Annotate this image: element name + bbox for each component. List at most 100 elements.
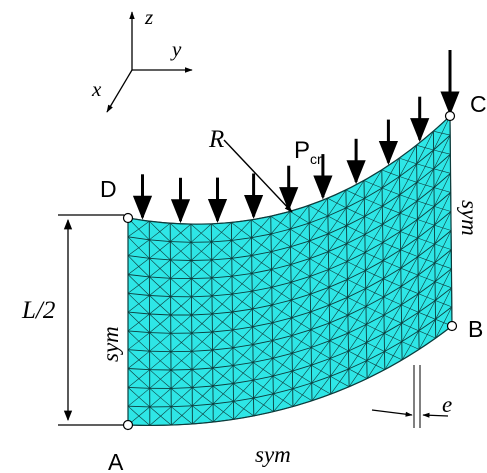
mesh-edge [329, 332, 349, 342]
mesh-diagonal [318, 228, 329, 235]
mesh-diagonal [347, 265, 357, 280]
mesh-diagonal [383, 278, 393, 283]
mesh-diagonal [418, 312, 428, 317]
mesh-diagonal [281, 282, 292, 294]
mesh-diagonal [443, 268, 452, 285]
mesh-diagonal [434, 206, 443, 210]
mesh-diagonal [222, 329, 233, 341]
mesh-diagonal [364, 238, 375, 253]
mesh-diagonal [355, 229, 366, 235]
mesh-diagonal [127, 368, 140, 379]
mesh-edge [401, 293, 419, 306]
mesh-diagonal [400, 234, 410, 250]
mesh-edge [400, 219, 418, 232]
mesh-diagonal [243, 379, 254, 392]
mesh-diagonal [409, 308, 419, 313]
mesh-diagonal [319, 281, 330, 288]
mesh-diagonal [408, 163, 417, 180]
mesh-diagonal [401, 341, 411, 346]
mesh-diagonal [330, 376, 340, 382]
mesh-diagonal [242, 326, 253, 338]
mesh-diagonal [390, 194, 401, 210]
mesh-diagonal [348, 350, 358, 357]
mesh-diagonal [382, 209, 392, 225]
mesh-diagonal [347, 319, 358, 334]
mesh-diagonal [401, 304, 411, 309]
mesh-edge [149, 332, 171, 334]
mesh-diagonal [262, 315, 273, 324]
mesh-diagonal [338, 279, 348, 293]
mesh-diagonal [170, 388, 182, 398]
mesh-diagonal [127, 274, 140, 286]
mesh-edge [171, 423, 193, 426]
mesh-edge [127, 386, 150, 389]
mesh-diagonal [262, 304, 273, 317]
mesh-diagonal [231, 240, 242, 249]
mesh-edge [211, 275, 233, 279]
mesh-diagonal [364, 252, 375, 257]
mesh-diagonal [191, 341, 203, 352]
mesh-diagonal [392, 318, 402, 324]
mesh-diagonal [442, 211, 452, 229]
mesh-diagonal [251, 244, 262, 256]
mesh-diagonal [171, 406, 183, 416]
mesh-diagonal [310, 317, 321, 330]
mesh-diagonal [263, 386, 274, 395]
mesh-diagonal [252, 297, 263, 310]
mesh-diagonal [149, 305, 161, 315]
mesh-diagonal [308, 210, 319, 224]
mesh-edge [329, 314, 349, 324]
mesh-diagonal [427, 334, 436, 339]
mesh-diagonal [159, 286, 171, 297]
mesh-diagonal [261, 251, 272, 263]
mesh-edge [292, 364, 312, 372]
mesh-diagonal [191, 278, 202, 288]
mesh-edge [191, 367, 213, 370]
mesh-diagonal [281, 293, 292, 301]
mesh-diagonal [191, 359, 203, 370]
mesh-diagonal [434, 262, 444, 267]
panel-surface [127, 114, 453, 427]
mesh-diagonal [391, 249, 401, 265]
mesh-diagonal [262, 333, 273, 341]
mesh-diagonal [127, 387, 140, 398]
mesh-edge [365, 278, 384, 289]
mesh-diagonal [170, 241, 182, 252]
mesh-diagonal [127, 405, 140, 417]
mesh-diagonal [382, 242, 392, 247]
mesh-diagonal [291, 305, 302, 318]
mesh-diagonal [328, 238, 338, 252]
mesh-diagonal [138, 388, 150, 398]
mesh-diagonal [441, 154, 451, 172]
mesh-diagonal [357, 324, 367, 339]
mesh-diagonal [391, 227, 401, 232]
mesh-diagonal [212, 385, 224, 395]
mesh-edge [291, 347, 312, 354]
x-axis-line [106, 69, 133, 113]
mesh-diagonal [233, 372, 244, 384]
mesh-edge [382, 249, 401, 262]
mesh-diagonal [231, 222, 242, 231]
mesh-diagonal [159, 249, 171, 261]
mesh-diagonal [160, 323, 171, 334]
mesh-diagonal [329, 310, 339, 324]
mesh-diagonal [202, 367, 213, 379]
mesh-diagonal [355, 247, 366, 253]
mesh-diagonal [261, 233, 272, 246]
mesh-diagonal [261, 262, 272, 270]
mesh-edge [127, 236, 150, 241]
mesh-edge [170, 241, 192, 243]
mesh-diagonal [356, 265, 366, 271]
mesh-diagonal [410, 326, 419, 332]
mesh-diagonal [374, 274, 384, 280]
mesh-diagonal [381, 173, 391, 189]
mesh-diagonal [310, 299, 321, 313]
mesh-diagonal [328, 269, 339, 275]
mesh-edge [310, 286, 330, 295]
mesh-diagonal [149, 342, 161, 352]
coordinate-axes: z y x [91, 5, 193, 113]
mesh-diagonal [282, 364, 293, 372]
mesh-diagonal [442, 189, 451, 193]
mesh-diagonal [211, 259, 223, 269]
